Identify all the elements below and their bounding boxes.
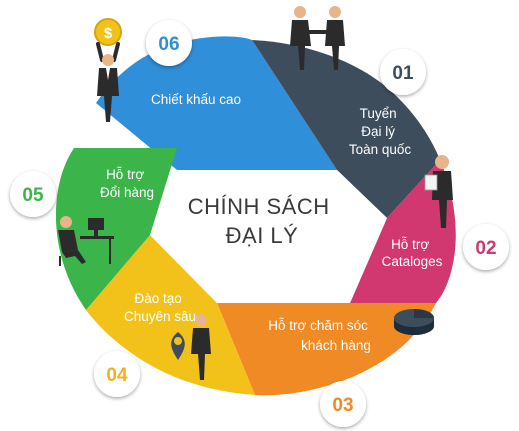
dollar-coin-man-icon: $ <box>94 18 122 122</box>
center-hexagon-shape <box>150 170 387 303</box>
segment-06: Chiết khấu cao <box>96 36 337 170</box>
segment-06-shape <box>96 36 337 170</box>
segment-01-label: Tuyển Đại lý Toàn quốc <box>349 106 412 157</box>
segment-05-shape <box>55 148 177 310</box>
map-pin-man-icon <box>171 314 211 380</box>
badge-02-number: 02 <box>475 238 496 259</box>
badge-06-number: 06 <box>158 34 179 55</box>
segment-02: Hỗ trợ Cataloges <box>350 160 456 303</box>
segment-02-label: Hỗ trợ Cataloges <box>382 237 443 269</box>
badge-05-number: 05 <box>22 185 44 206</box>
segment-05: Hỗ trợ Đổi hàng <box>55 148 177 310</box>
svg-text:$: $ <box>104 25 113 42</box>
desk-worker-icon <box>58 216 114 266</box>
badge-04-number: 04 <box>106 365 128 386</box>
segment-03: Hỗ trợ chăm sóc khách hàng <box>217 303 436 396</box>
pie-chart-icon <box>394 309 434 335</box>
badge-01: 01 <box>380 49 426 95</box>
segment-03-label: Hỗ trợ chăm sóc khách hàng <box>268 318 371 353</box>
segment-04-label: Đào tạo Chuyên sâu <box>124 291 196 324</box>
segment-01-shape <box>252 40 440 218</box>
segment-06-label: Chiết khấu cao <box>151 92 241 107</box>
badge-05: 05 <box>10 171 56 217</box>
badge-03: 03 <box>320 381 366 427</box>
segment-03-shape <box>217 303 436 396</box>
center-title: CHÍNH SÁCH ĐẠI LÝ <box>188 194 337 248</box>
center-hexagon: CHÍNH SÁCH ĐẠI LÝ <box>150 170 387 303</box>
handshake-people-icon <box>290 6 345 70</box>
segment-05-label: Hỗ trợ Đổi hàng <box>100 167 154 200</box>
segment-04-shape <box>86 235 255 395</box>
segment-01: Tuyển Đại lý Toàn quốc <box>252 40 440 218</box>
segment-02-shape <box>350 160 456 303</box>
badge-01-number: 01 <box>392 63 414 84</box>
badge-02: 02 <box>463 224 509 270</box>
reading-man-icon <box>424 155 453 228</box>
badge-03-number: 03 <box>332 395 353 416</box>
badge-06: 06 <box>146 20 192 66</box>
badge-04: 04 <box>94 351 140 397</box>
segment-04: Đào tạo Chuyên sâu <box>86 235 255 395</box>
